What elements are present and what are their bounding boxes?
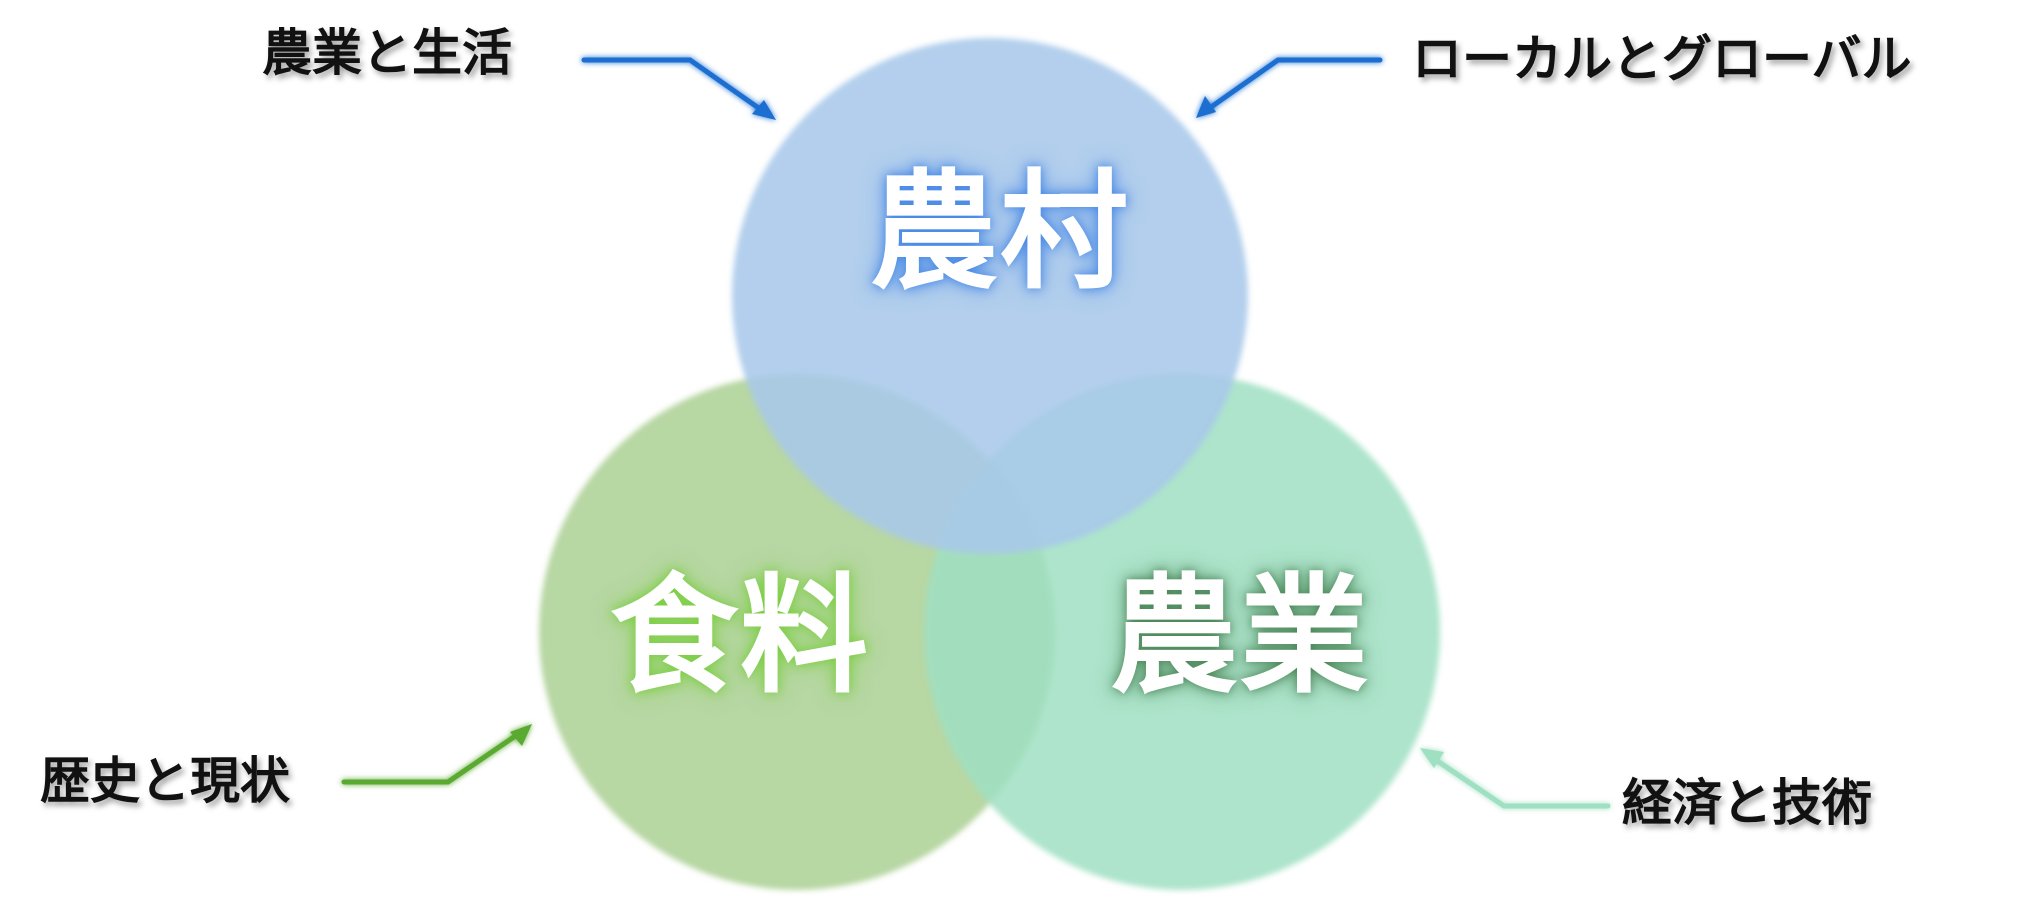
arrow-top-right — [1196, 57, 1383, 118]
circle-rural — [732, 38, 1248, 554]
circle-label-agri: 農業 — [1109, 561, 1371, 711]
arrow-top-left — [581, 57, 776, 120]
arrow-bottom-left — [341, 724, 532, 785]
callout-local-and-global: ローカルとグローバル — [1412, 29, 1912, 88]
circle-label-food: 食料 — [609, 561, 871, 711]
callout-agri-and-life: 農業と生活 — [262, 23, 512, 82]
circle-label-rural: 農村 — [869, 157, 1131, 307]
callout-history-and-present: 歴史と現状 — [40, 751, 290, 810]
callout-economy-and-technology: 経済と技術 — [1622, 773, 1872, 832]
arrow-bottom-right — [1420, 748, 1611, 809]
